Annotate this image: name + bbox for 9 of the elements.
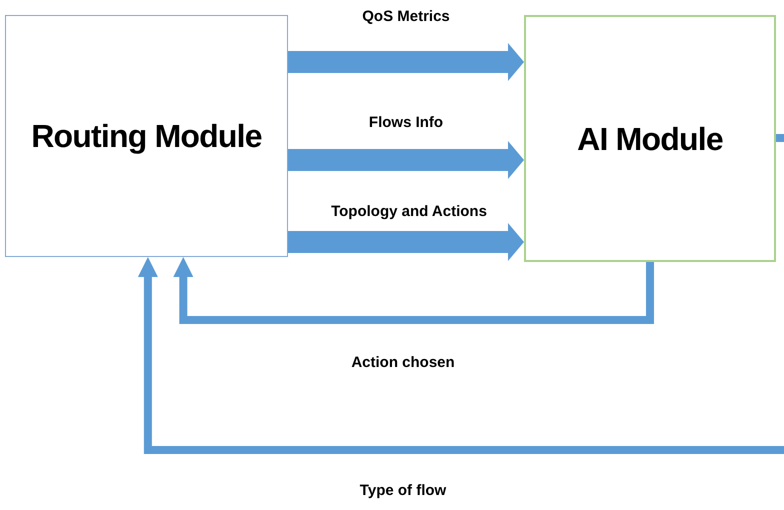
- arrow: [288, 141, 524, 179]
- arrow: [288, 223, 524, 261]
- module-title: Routing Module: [31, 117, 262, 156]
- module-box: [5, 15, 288, 257]
- arrow: [138, 257, 784, 454]
- arrow: [173, 257, 654, 324]
- module-title: AI Module: [577, 120, 723, 158]
- module-box: [524, 15, 776, 262]
- arrow: [288, 43, 524, 81]
